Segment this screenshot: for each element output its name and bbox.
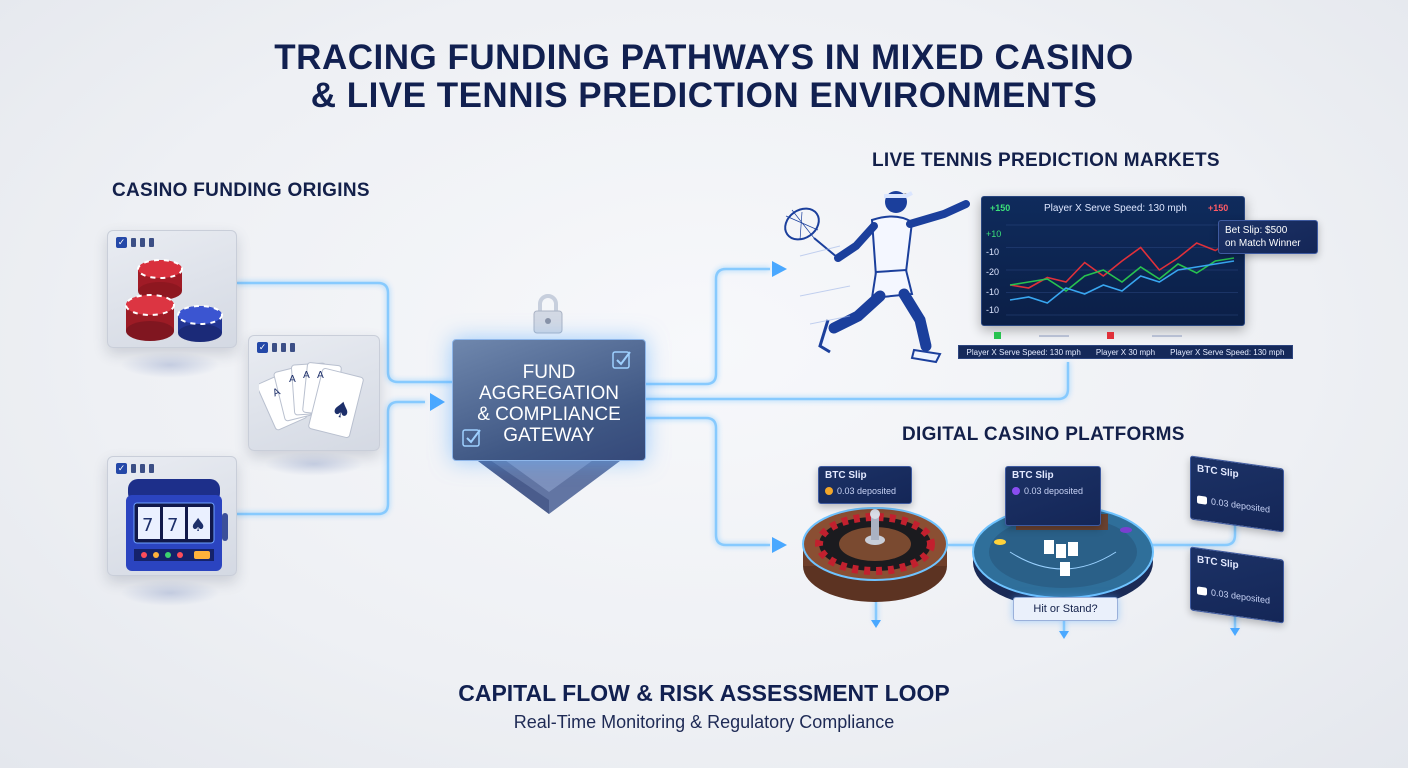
y-tick-4: -10: [986, 305, 1000, 315]
chart-series-line-1: [1009, 257, 1235, 292]
bottom-title: CAPITAL FLOW & RISK ASSESSMENT LOOP: [458, 680, 950, 706]
flow-line-casino: [644, 416, 770, 547]
chips-shadow: [120, 352, 220, 378]
card-icon: [1197, 495, 1207, 505]
slot-machine-icon: 7 7 ♠: [126, 479, 228, 571]
bet-slip-line-2: on Match Winner: [1225, 238, 1301, 249]
chart-badge-left: +150: [990, 203, 1011, 213]
poker-chips-icon: [125, 259, 223, 342]
chart-series-line-2: [1009, 260, 1235, 304]
arrow-casino: [772, 537, 787, 553]
gateway-label: FUND AGGREGATION & COMPLIANCE GATEWAY: [477, 362, 621, 446]
legend-dash-1: [1039, 334, 1069, 337]
y-tick-2: -20: [986, 267, 1000, 277]
flow-line-chips: [236, 281, 452, 384]
digital-platforms-label: DIGITAL CASINO PLATFORMS: [902, 424, 1185, 445]
chart-legend-swatches: [994, 332, 1182, 339]
tennis-line-chart: [1006, 224, 1238, 316]
svg-text:A: A: [271, 386, 282, 399]
arrow-roulette-down: [871, 620, 881, 628]
legend-dash-2: [1152, 334, 1182, 337]
gateway-check-icon-top: [612, 351, 631, 369]
y-tick-3: -10: [986, 287, 1000, 297]
right-top-btc-slip: BTC Slip 0.03 deposited: [1190, 455, 1284, 533]
bottom-subtitle: Real-Time Monitoring & Regulatory Compli…: [513, 712, 895, 732]
slots-card: ✓ 7 7 ♠: [107, 456, 237, 576]
diagram-title-line-1: TRACING FUNDING PATHWAYS IN MIXED CASINO: [274, 38, 1134, 77]
right-top-slip-title: BTC Slip: [1197, 463, 1239, 481]
card-icon: [1197, 586, 1207, 596]
chips-card-check: ✓: [116, 237, 154, 248]
chart-header: Player X Serve Speed: 130 mph: [1044, 203, 1187, 214]
svg-text:♠: ♠: [190, 515, 206, 536]
flow-line-table-slips: [1150, 520, 1237, 547]
gateway-check-icon-bottom: [462, 429, 481, 447]
cards-card-check: ✓: [257, 342, 295, 353]
legend-swatch-red: [1107, 332, 1114, 339]
right-top-slip-amount: 0.03 deposited: [1211, 496, 1271, 515]
hit-or-stand-label: Hit or Stand?: [1013, 597, 1118, 621]
slots-shadow: [120, 580, 220, 606]
roulette-btc-slip: BTC Slip 0.03 deposited: [818, 466, 912, 504]
cards-shadow: [264, 452, 364, 476]
casino-origins-label: CASINO FUNDING ORIGINS: [112, 180, 370, 201]
slots-card-check: ✓: [116, 463, 154, 474]
svg-text:7: 7: [142, 515, 153, 536]
tennis-chart-panel: +150 Player X Serve Speed: 130 mph +150 …: [981, 196, 1245, 326]
roulette-slip-title: BTC Slip: [825, 470, 867, 481]
bet-slip-card: Bet Slip: $500 on Match Winner: [1218, 220, 1318, 254]
blackjack-slip-title: BTC Slip: [1012, 470, 1054, 481]
svg-text:A: A: [303, 370, 310, 381]
bet-slip-line-1: Bet Slip: $500: [1225, 225, 1288, 236]
roulette-slip-amount: 0.03 deposited: [837, 486, 897, 496]
chips-card: ✓: [107, 230, 237, 348]
btc-coin-icon: [825, 487, 833, 495]
tennis-player-icon: [784, 191, 970, 364]
playing-cards-icon: A A A A ♠: [259, 362, 364, 439]
svg-text:7: 7: [167, 515, 178, 536]
svg-text:A: A: [289, 374, 296, 385]
tennis-markets-label: LIVE TENNIS PREDICTION MARKETS: [872, 150, 1220, 171]
chart-series-line-0: [1009, 239, 1235, 289]
right-bottom-btc-slip: BTC Slip 0.03 deposited: [1190, 546, 1284, 624]
roulette-wheel-icon: [802, 507, 948, 602]
diagram-title-line-2: & LIVE TENNIS PREDICTION ENVIRONMENTS: [310, 76, 1098, 115]
flow-line-legend: [644, 362, 1070, 401]
blackjack-table-icon: [972, 505, 1154, 608]
fund-gateway-box: FUND AGGREGATION & COMPLIANCE GATEWAY: [452, 339, 646, 461]
legend-item-1: Player X 30 mph: [1095, 347, 1156, 357]
arrow-gateway-in: [430, 393, 445, 411]
legend-item-0: Player X Serve Speed: 130 mph: [966, 347, 1081, 357]
padlock-icon: [533, 294, 563, 334]
right-bottom-slip-amount: 0.03 deposited: [1211, 587, 1271, 606]
right-bottom-slip-title: BTC Slip: [1197, 554, 1239, 572]
blackjack-slip-amount: 0.03 deposited: [1024, 486, 1084, 496]
legend-item-2: Player X Serve Speed: 130 mph: [1170, 347, 1285, 357]
cards-card: ✓ A A A A ♠: [248, 335, 380, 451]
svg-text:A: A: [317, 370, 324, 381]
chart-legend-bar: Player X Serve Speed: 130 mph Player X 3…: [958, 345, 1293, 359]
arrow-slip-down: [1230, 628, 1240, 636]
y-tick-0: +10: [986, 229, 1002, 239]
flow-line-tennis: [644, 267, 770, 386]
arrow-tennis: [772, 261, 787, 277]
chart-badge-right: +150: [1208, 203, 1229, 213]
legend-swatch-green: [994, 332, 1001, 339]
blackjack-btc-slip: BTC Slip 0.03 deposited: [1005, 466, 1101, 526]
btc-coin-icon: [1012, 487, 1020, 495]
arrow-table-down: [1059, 631, 1069, 639]
y-tick-1: -10: [986, 247, 1000, 257]
flow-line-slots: [236, 400, 425, 516]
